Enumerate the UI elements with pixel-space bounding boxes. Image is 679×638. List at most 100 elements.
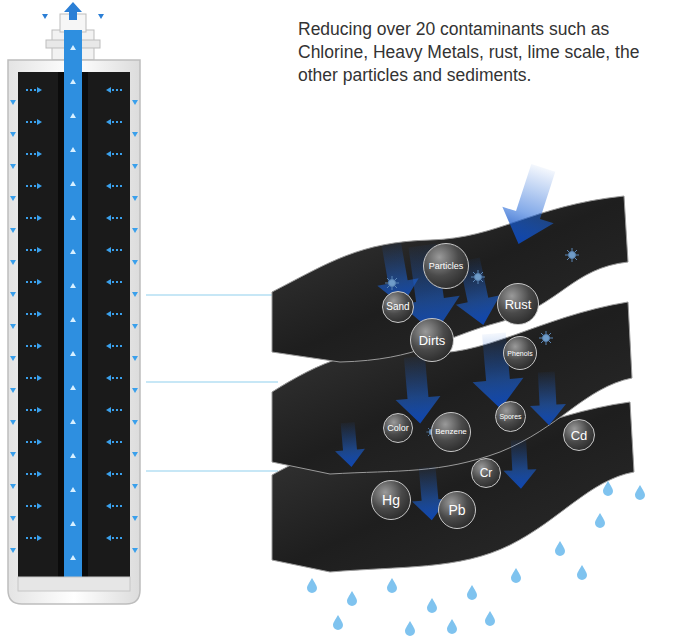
contaminant-bubble: Benzene [431,412,471,452]
flow-arrowhead [106,183,111,189]
contaminant-name: Cd [571,429,588,442]
flow-arrow [112,217,122,219]
flow-arrowhead [70,181,76,186]
flow-arrow [112,441,122,443]
contaminant-bubble: Spores [495,401,526,432]
flow-arrow [112,505,122,507]
flow-arrow [26,281,36,283]
leader-line [146,295,278,471]
flow-arrowhead [132,420,138,425]
flow-arrowhead [132,228,138,233]
flow-arrowhead [70,215,76,220]
flow-arrowhead [106,311,111,317]
flow-arrowhead [106,343,111,349]
flow-arrowhead [10,356,16,361]
flow-arrowhead [106,439,111,445]
flow-arrowhead [37,343,42,349]
contaminant-name: Hg [382,493,400,507]
flow-arrowhead [106,247,111,253]
contaminant-bubble: Dirts [410,318,454,362]
flow-arrow [26,505,36,507]
flow-arrowhead [70,45,76,50]
flow-arrowhead [37,247,42,253]
flow-arrowhead [10,228,16,233]
flow-arrows [10,45,138,560]
flow-arrow [112,313,122,315]
flow-arrowhead [70,385,76,390]
flow-arrowhead [10,548,16,553]
flow-arrow [26,313,36,315]
flow-arrowhead [10,196,16,201]
flow-arrowhead [10,420,16,425]
flow-arrow [112,537,122,539]
flow-arrow [333,160,569,522]
flow-arrowhead [37,535,42,541]
flow-arrowhead [37,279,42,285]
flow-arrow [112,281,122,283]
flow-arrow [26,153,36,155]
flow-arrowhead [106,87,111,93]
flow-arrowhead [37,311,42,317]
contaminant-bubble: Pb [438,491,476,529]
contaminant-name: Spores [499,413,521,420]
flow-arrowhead [10,292,16,297]
flow-arrowhead [132,516,138,521]
contaminant-name: Phenols [507,350,532,357]
flow-arrowhead [132,292,138,297]
contaminant-bubble: Rust [497,283,539,325]
flow-arrow [26,473,36,475]
flow-arrowhead [132,260,138,265]
flow-arrow [26,537,36,539]
flow-arrowhead [70,79,76,84]
flow-arrowhead [10,516,16,521]
flow-arrowhead [132,324,138,329]
flow-arrowhead [106,375,111,381]
contaminant-bubble: Color [383,413,413,443]
flow-arrowhead [70,555,76,560]
filter-cartridge [8,2,140,604]
flow-arrowhead [106,535,111,541]
flow-arrowhead [132,388,138,393]
contaminant-bubble: Hg [371,480,411,520]
contaminant-name: Cr [480,467,493,479]
contaminant-bubble: Cd [563,419,595,451]
flow-arrowhead [106,503,111,509]
flow-arrowhead [70,113,76,118]
flow-arrowhead [70,419,76,424]
flow-arrow [112,89,122,91]
contaminant-bubble: Phenols [503,336,537,370]
flow-arrowhead [10,388,16,393]
flow-arrowhead [70,351,76,356]
water-drop [307,481,645,636]
flow-arrowhead [10,132,16,137]
contaminant-name: Benzene [435,428,467,436]
filter-layer [272,196,634,572]
flow-arrowhead [70,453,76,458]
contaminant-bubble: Cr [471,458,501,488]
flow-arrowhead [106,119,111,125]
contaminant-bubble: Particles [423,243,469,289]
flow-arrowhead [132,484,138,489]
flow-arrowhead [10,452,16,457]
flow-arrowhead [70,317,76,322]
flow-arrowhead [132,132,138,137]
flow-arrowhead [106,151,111,157]
contaminant-name: Color [387,424,409,433]
flow-arrow [112,121,122,123]
contaminant-name: Particles [429,262,464,271]
flow-arrowhead [132,452,138,457]
flow-arrow [112,345,122,347]
flow-arrowhead [106,471,111,477]
contaminant-name: Rust [505,298,532,311]
contaminant-bubble: Sand [382,291,414,323]
flow-arrowhead [132,164,138,169]
flow-arrowhead [37,503,42,509]
flow-arrow [112,185,122,187]
flow-arrowhead [70,249,76,254]
flow-arrowhead [10,260,16,265]
flow-arrowhead [37,87,42,93]
flow-arrow [26,345,36,347]
flow-arrowhead [37,183,42,189]
